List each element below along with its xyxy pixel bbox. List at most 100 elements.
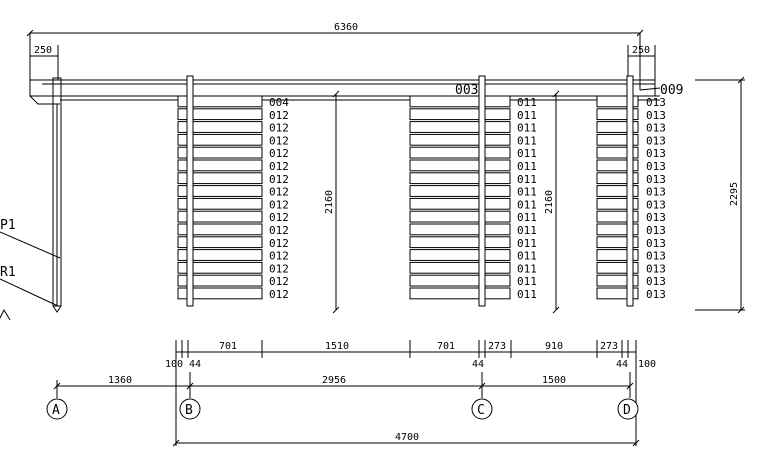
overhang-left-text: 250 <box>34 45 52 56</box>
panel-slat <box>177 133 263 146</box>
panel-slat <box>596 185 639 197</box>
panel-slat <box>409 121 511 133</box>
panel-slat <box>596 223 639 236</box>
panel-slat <box>596 146 639 159</box>
dim-100-a: 100 <box>165 359 183 370</box>
panel-label: 011 <box>517 173 537 186</box>
dim-701-a: 701 <box>219 341 237 352</box>
dim-2956: 2956 <box>322 375 346 386</box>
panel-slat <box>177 159 263 172</box>
leader-p1 <box>0 231 61 259</box>
panel-slat <box>409 261 511 274</box>
axis-bubbles <box>46 398 639 420</box>
dim-1500: 1500 <box>542 375 566 386</box>
dim-44-c: 44 <box>616 359 628 370</box>
panel-label: 011 <box>517 160 537 173</box>
dimension-row-1 <box>175 340 637 446</box>
section-marker <box>0 308 11 321</box>
panel-label: 011 <box>517 198 537 211</box>
leader-r1 <box>0 278 59 307</box>
panel-slat <box>177 274 263 287</box>
panel-slat <box>596 95 639 108</box>
panel-label: 012 <box>269 288 289 301</box>
panel-slat <box>596 159 639 172</box>
panel-label: 012 <box>269 122 289 135</box>
panel-label: 011 <box>517 109 537 122</box>
dim-273-b: 273 <box>600 341 618 352</box>
panel-slat <box>409 146 511 159</box>
panel-label: 012 <box>269 275 289 288</box>
overhang-right-text: 250 <box>632 45 650 56</box>
panel-label: 012 <box>269 262 289 275</box>
panel-group-right: 0130130130130130130130130130130130130130… <box>596 95 666 301</box>
panel-slat <box>177 261 263 274</box>
panel-slat <box>596 287 639 300</box>
overall-width-text: 6360 <box>334 22 358 33</box>
panel-slat <box>409 159 511 172</box>
panel-slat <box>409 133 511 146</box>
panel-slat <box>177 185 263 197</box>
dim-273-a: 273 <box>488 341 506 352</box>
dim-44-b: 44 <box>472 359 484 370</box>
panel-label: 013 <box>646 109 666 122</box>
panel-slat <box>177 108 263 121</box>
dim-910: 910 <box>545 341 563 352</box>
panel-label: 012 <box>269 147 289 160</box>
panel-label: 013 <box>646 122 666 135</box>
panel-slat <box>409 274 511 287</box>
panel-slat <box>409 249 511 261</box>
panel-label: 011 <box>517 237 537 250</box>
panel-label: 011 <box>517 147 537 160</box>
posts <box>186 75 634 307</box>
panel-label: 013 <box>646 160 666 173</box>
panel-label: 013 <box>646 250 666 263</box>
height-dim-mid <box>552 90 560 314</box>
overhang-right-dimension <box>627 45 656 80</box>
panel-slat <box>596 172 639 185</box>
dim-100-b: 100 <box>638 359 656 370</box>
panel-label: 011 <box>517 224 537 237</box>
overhang-left-dimension <box>30 45 59 80</box>
panel-label: 013 <box>646 96 666 109</box>
panel-slat <box>409 287 511 300</box>
height-dim-left <box>332 90 340 314</box>
panel-label: 011 <box>517 211 537 224</box>
label-p1: P1 <box>0 218 16 233</box>
panel-slat <box>596 121 639 133</box>
panel-label: 013 <box>646 211 666 224</box>
axis-dimension-row <box>53 372 634 398</box>
panel-label: 013 <box>646 147 666 160</box>
panel-group-left: 0040120120120120120120120120120120120120… <box>177 95 289 301</box>
height-dim-total <box>695 76 745 314</box>
panel-slat <box>177 210 263 223</box>
leader-009 <box>639 87 661 91</box>
panel-label: 013 <box>646 173 666 186</box>
panel-groups: 0040120120120120120120120120120120120120… <box>177 95 666 301</box>
panel-slat <box>177 287 263 300</box>
dim-1510: 1510 <box>325 341 349 352</box>
overall-width-dimension <box>26 29 644 90</box>
dim-1360: 1360 <box>108 375 132 386</box>
panel-label: 012 <box>269 186 289 199</box>
panel-label: 011 <box>517 262 537 275</box>
panel-label: 011 <box>517 134 537 147</box>
axis-d: D <box>623 403 631 418</box>
height-total-text: 2295 <box>729 182 740 206</box>
panel-label: 013 <box>646 275 666 288</box>
panel-slat <box>596 261 639 274</box>
label-r1: R1 <box>0 265 16 280</box>
panel-slat <box>177 121 263 133</box>
panel-label: 012 <box>269 250 289 263</box>
panel-label: 012 <box>269 134 289 147</box>
left-post <box>52 77 62 313</box>
panel-label: 011 <box>517 122 537 135</box>
panel-slat <box>596 197 639 210</box>
panel-label: 011 <box>517 96 537 109</box>
axis-b: B <box>185 403 193 418</box>
panel-label: 004 <box>269 96 289 109</box>
panel-slat <box>177 172 263 185</box>
panel-label: 013 <box>646 288 666 301</box>
total-dimension <box>172 439 640 447</box>
axis-c: C <box>477 403 485 418</box>
